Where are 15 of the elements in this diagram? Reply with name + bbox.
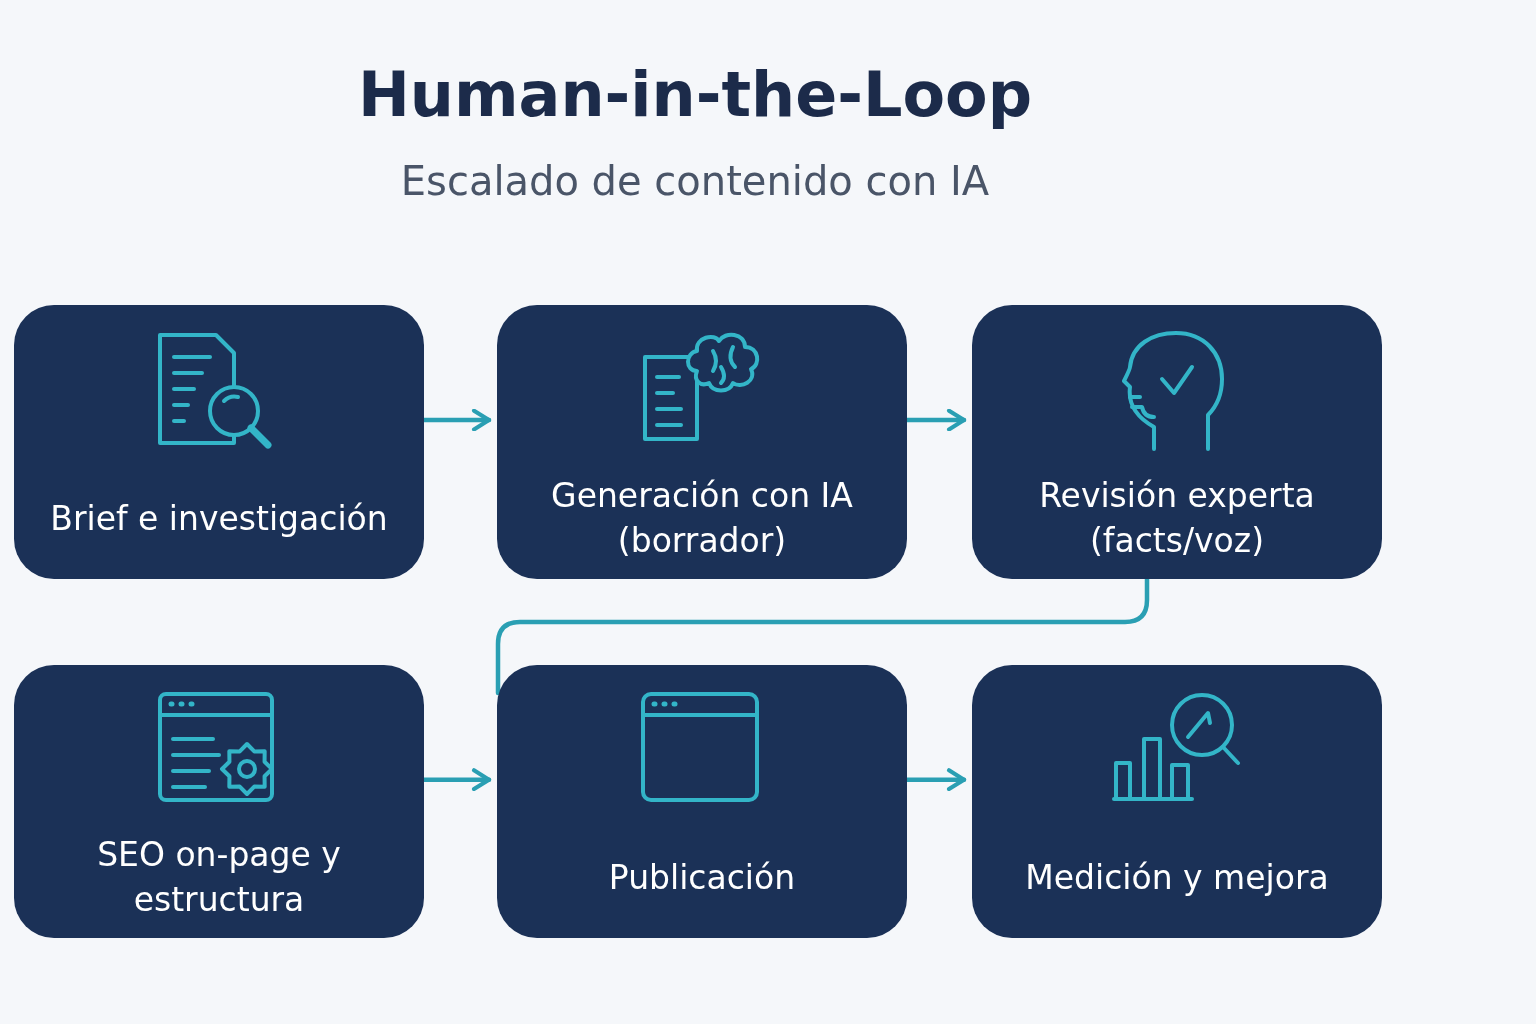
- title: Human-in-the-Loop: [356, 58, 1034, 131]
- process-box: [497, 305, 907, 579]
- process-box: [972, 665, 1382, 938]
- process-box: [497, 665, 907, 938]
- step-label: Medición y mejora: [1025, 856, 1329, 899]
- step-label: Brief e investigación: [50, 497, 388, 540]
- connector-line: [495, 576, 1150, 696]
- subtitle: Escalado de contenido con IA: [399, 158, 991, 204]
- process-box: [972, 305, 1382, 579]
- step-label: Generación con IA (borrador): [550, 475, 854, 562]
- step-label: Publicación: [608, 856, 796, 899]
- process-box: [14, 305, 424, 579]
- process-box: [14, 665, 424, 938]
- step-label: Revisión experta (facts/voz): [1038, 475, 1316, 562]
- step-label: SEO on-page y estructura: [96, 834, 342, 921]
